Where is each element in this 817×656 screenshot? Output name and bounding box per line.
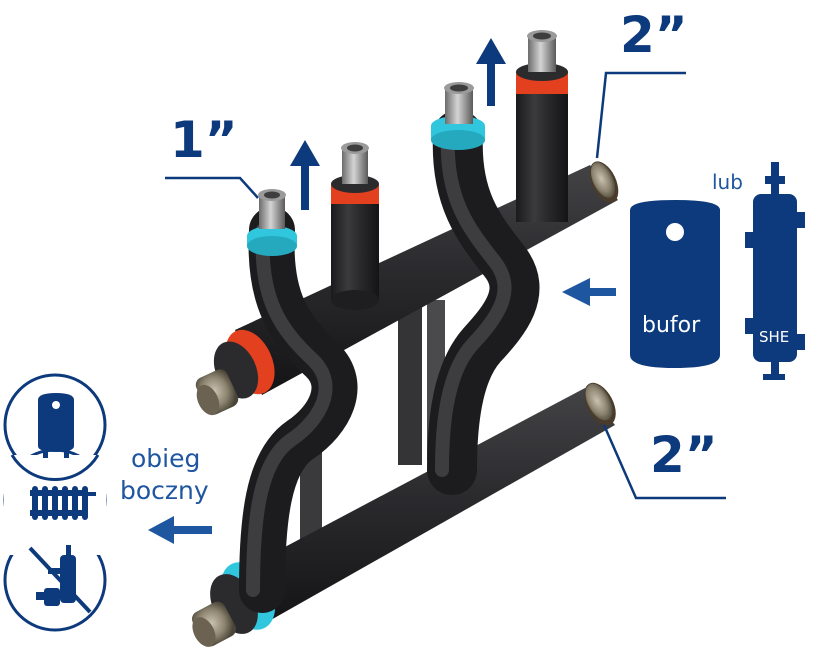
up-arrow-icon xyxy=(476,38,506,106)
or-label: lub xyxy=(712,170,743,194)
she-label: SHE xyxy=(759,328,790,346)
buffer-tank-icon xyxy=(630,200,720,368)
water-heater-icon xyxy=(38,393,74,458)
left-arrow-icon xyxy=(148,516,212,544)
no-separator-icon xyxy=(28,545,92,614)
side-circuit-label-line2: boczny xyxy=(120,476,209,505)
size-label-2-inch-bottom: 2” xyxy=(650,426,718,484)
up-arrow-icon xyxy=(290,140,320,210)
radiator-icon xyxy=(30,486,96,520)
size-label-2-inch-top: 2” xyxy=(620,6,688,64)
size-label-1-inch: 1” xyxy=(170,111,238,169)
leader-lines xyxy=(165,71,726,500)
hydraulic-separator-icon xyxy=(745,162,805,380)
left-supply-pipe xyxy=(331,142,379,310)
left-return-pipe xyxy=(239,189,358,613)
right-supply-pipe xyxy=(516,30,568,222)
left-arrow-icon xyxy=(562,278,616,306)
buffer-label: bufor xyxy=(642,313,701,338)
side-circuit-label-line1: obieg xyxy=(131,444,201,473)
right-return-pipe xyxy=(427,82,540,495)
